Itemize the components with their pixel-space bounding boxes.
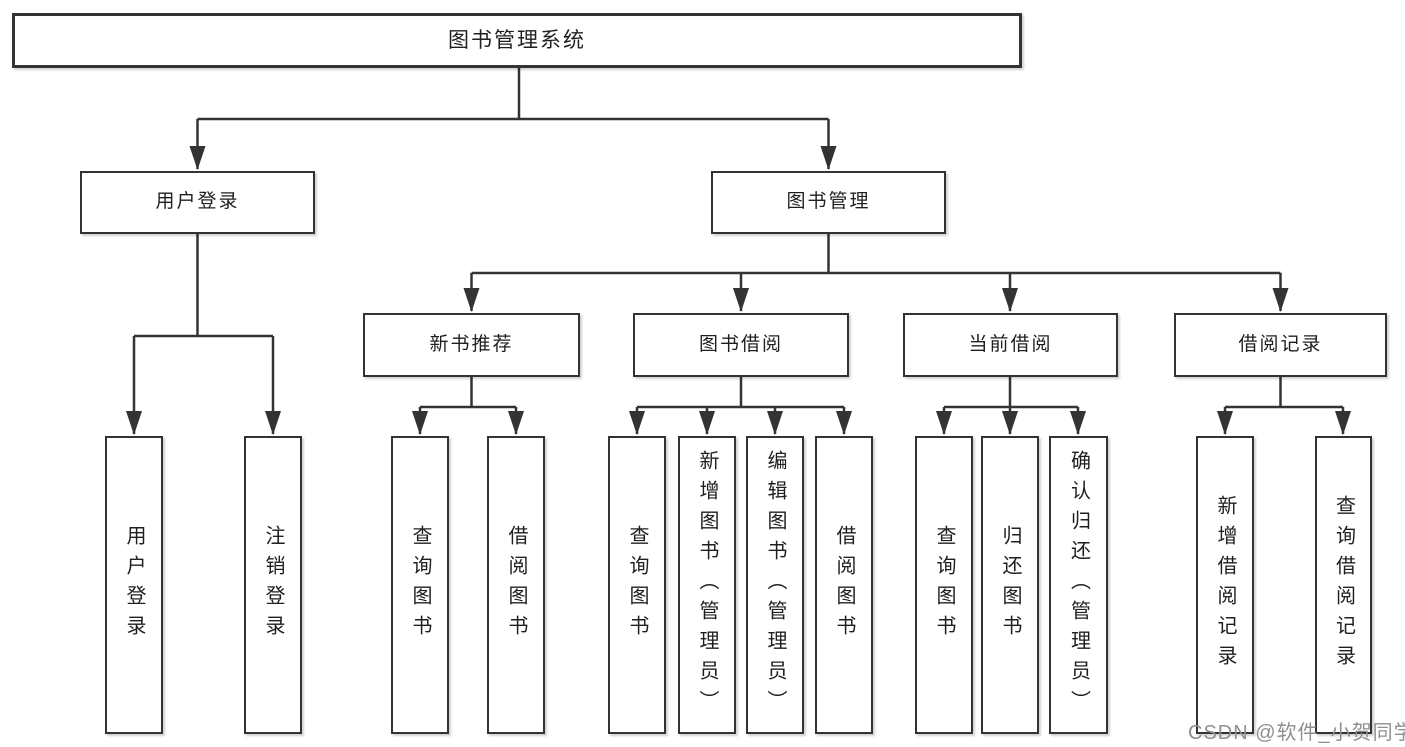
leaf-borrow-books: 借阅图书 — [815, 436, 873, 734]
leaf-query-books-current: 查询图书 — [915, 436, 973, 734]
csdn-watermark: CSDN @软件_小贺同学 — [1188, 722, 1405, 744]
leaf-add-book-admin: 新增图书（管理员） — [678, 436, 736, 734]
node-new-book-recommend: 新书推荐 — [363, 313, 580, 377]
leaf-confirm-return-admin: 确认归还（管理员） — [1049, 436, 1108, 734]
leaf-add-borrow-record: 新增借阅记录 — [1196, 436, 1254, 734]
node-library-management-system: 图书管理系统 — [12, 13, 1022, 68]
leaf-query-borrow-record: 查询借阅记录 — [1315, 436, 1372, 734]
node-borrow-records: 借阅记录 — [1174, 313, 1387, 377]
leaf-logout: 注销登录 — [244, 436, 302, 734]
leaf-user-login: 用户登录 — [105, 436, 163, 734]
node-current-borrow: 当前借阅 — [903, 313, 1118, 377]
leaf-borrow-books-recommend: 借阅图书 — [487, 436, 545, 734]
node-book-management: 图书管理 — [711, 171, 946, 234]
leaf-edit-book-admin: 编辑图书（管理员） — [746, 436, 804, 734]
node-user-login: 用户登录 — [80, 171, 315, 234]
leaf-return-books: 归还图书 — [981, 436, 1039, 734]
node-book-borrow: 图书借阅 — [633, 313, 849, 377]
leaf-query-books-recommend: 查询图书 — [391, 436, 449, 734]
leaf-query-books-borrow: 查询图书 — [608, 436, 666, 734]
